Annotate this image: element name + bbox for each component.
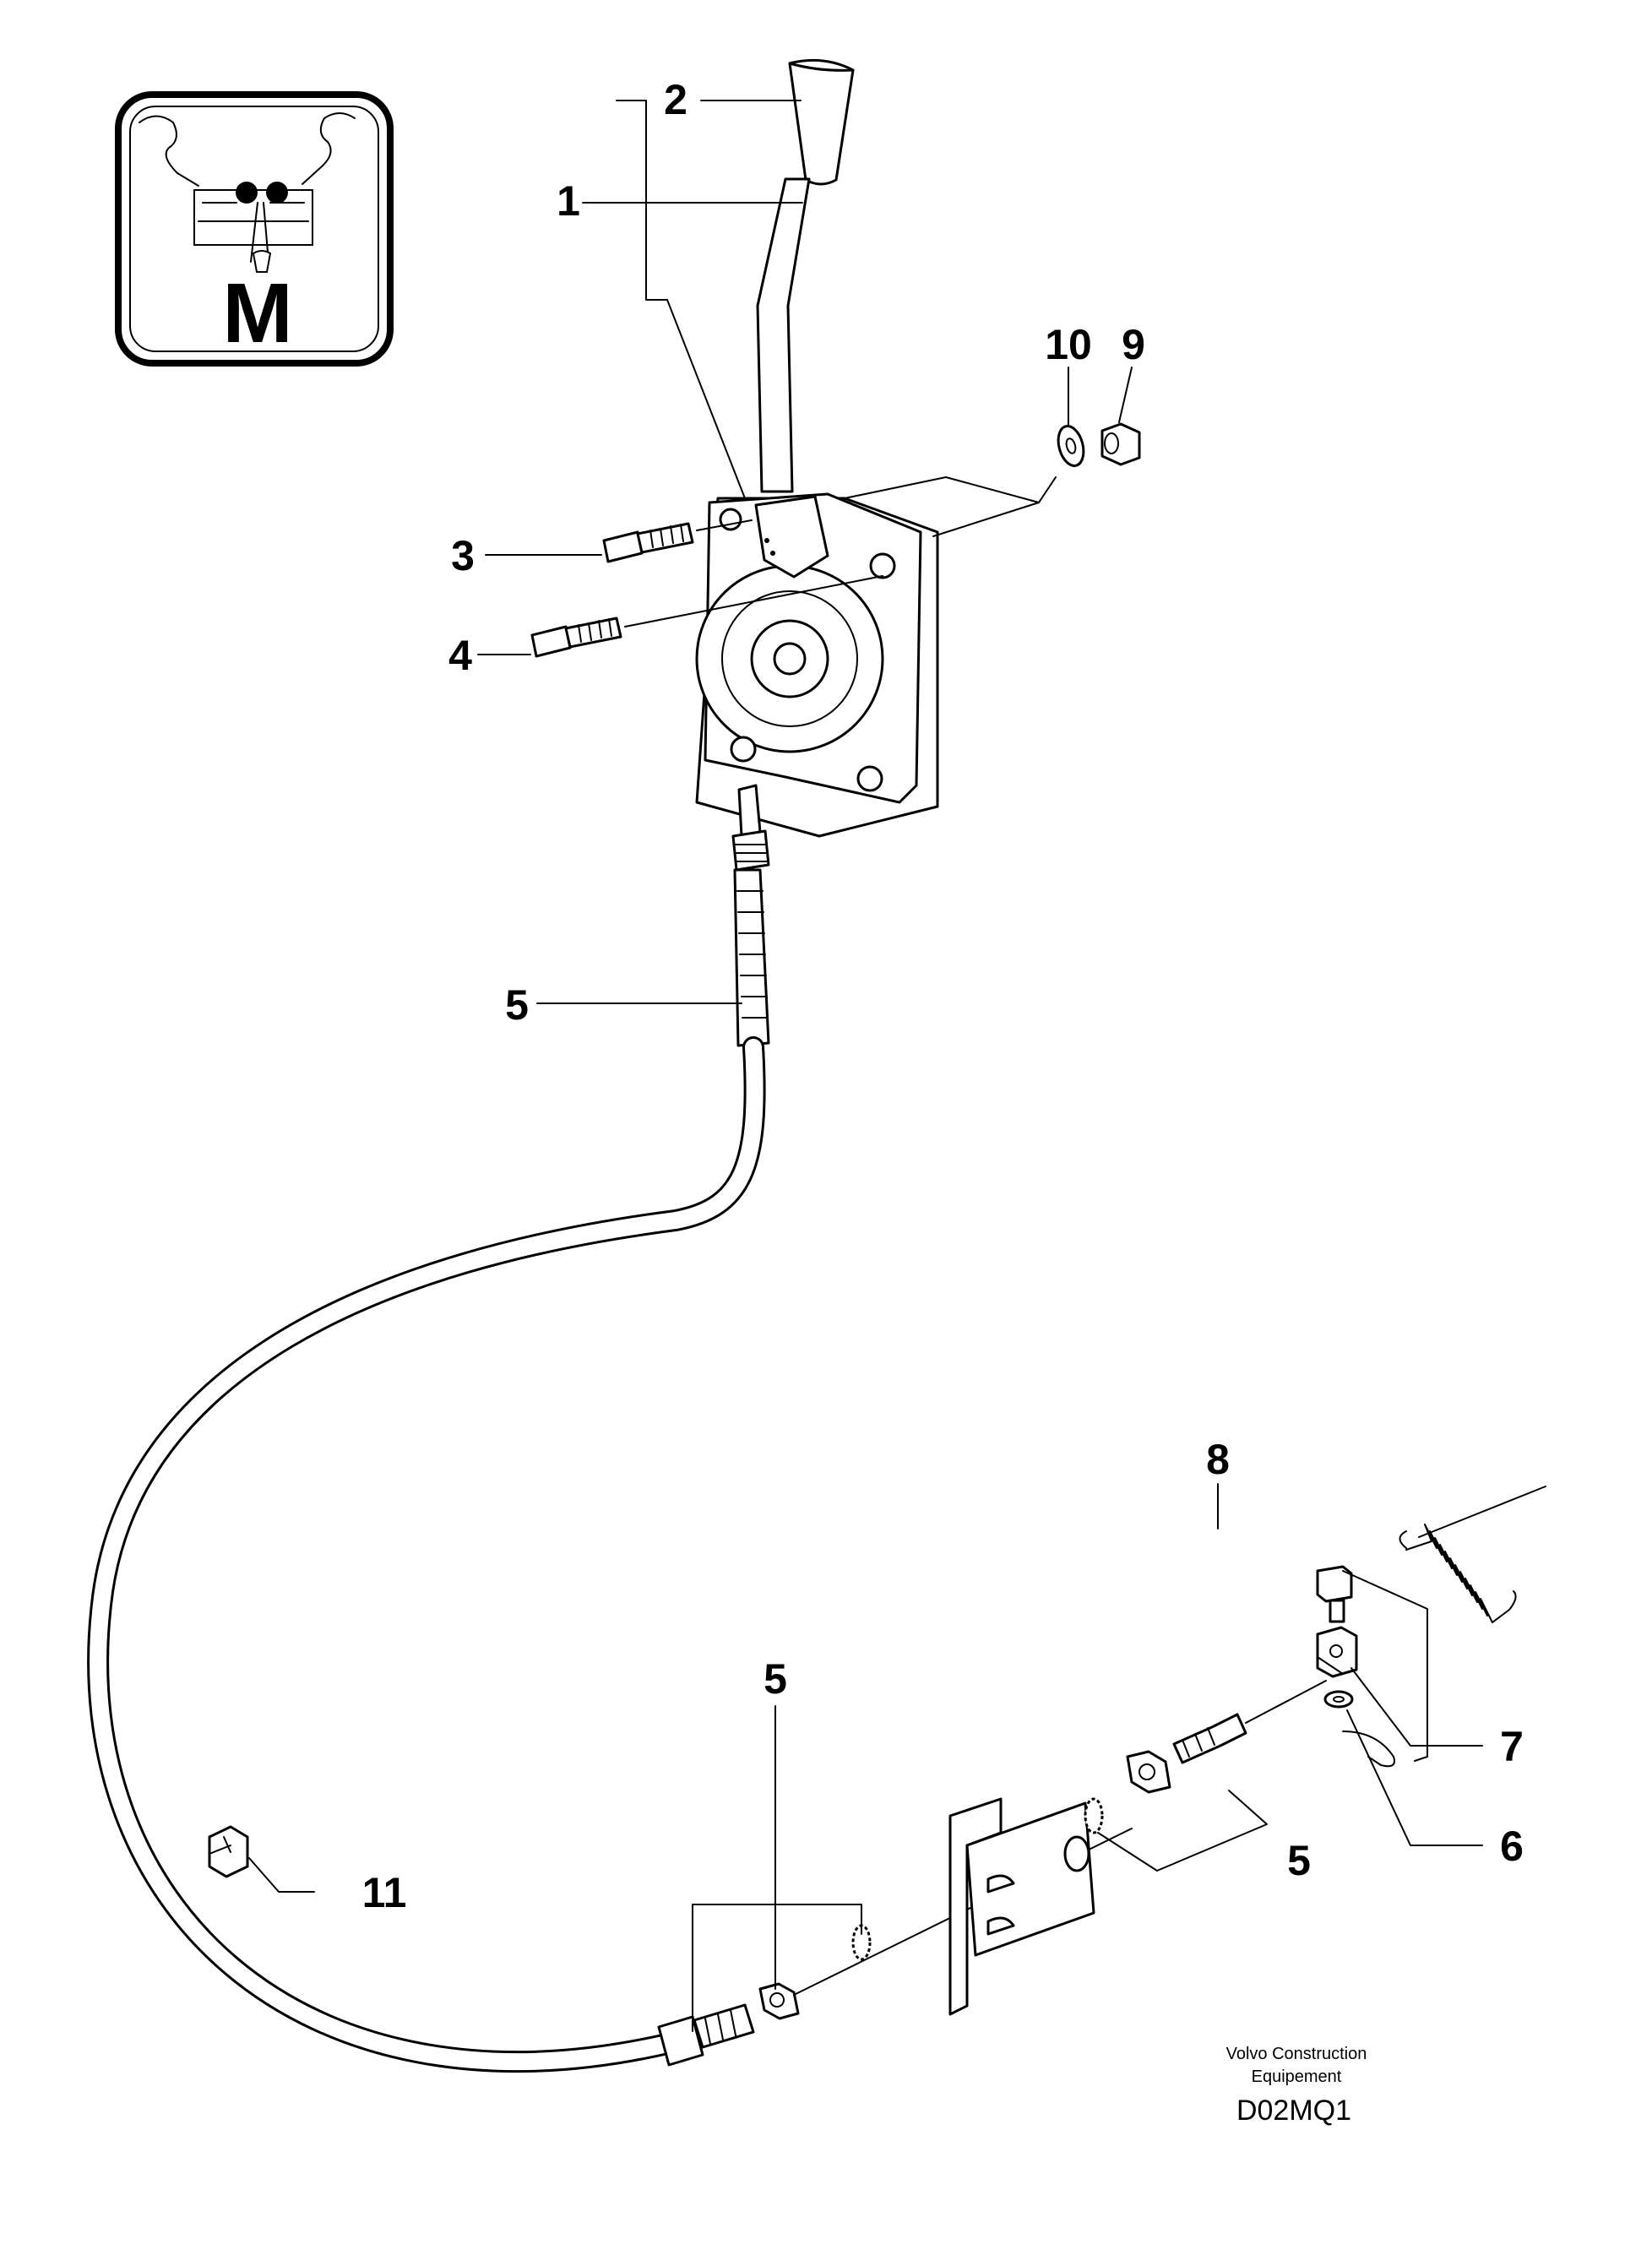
leader-lines [248,100,1483,2032]
nut-9 [1100,422,1141,466]
cable-ferrule [1172,1680,1327,1764]
washer-10 [1057,425,1085,467]
credit-line-2: Equipement [1252,2067,1342,2086]
callout-9: 9 [1122,321,1145,368]
screw-4 [530,575,883,658]
washer-6 [1323,1690,1395,1768]
cable-clip-11 [208,1825,249,1878]
callout-10: 10 [1045,321,1092,368]
joystick-pair-icon [139,112,356,273]
lever-knob [788,58,855,186]
callout-6: 6 [1500,1823,1524,1870]
callout-7: 7 [1500,1723,1524,1770]
credit-line-1: Volvo Construction [1226,2045,1367,2063]
nut-upper [1126,1750,1171,1794]
callout-labels: 2 1 10 9 3 4 5 8 7 6 5 5 11 [362,76,1524,1916]
lever-stem [756,177,811,493]
callout-3: 3 [451,532,475,579]
callout-5-cable: 5 [505,981,529,1029]
lock-washer-upper [1084,1797,1104,1834]
spring-8 [1399,1486,1546,1623]
callout-2: 2 [664,76,687,123]
cable-bracket [948,1797,1095,2016]
drawing-code: D02MQ1 [1236,2095,1351,2127]
control-position-badge: M [115,91,394,367]
callout-5-upper: 5 [1287,1837,1311,1884]
bolt-7 [1316,1565,1353,1623]
control-lever [756,58,855,493]
callout-5-lower: 5 [764,1655,787,1703]
control-cable [87,784,1133,2073]
lever-base-plate [695,492,939,838]
callout-4: 4 [448,632,472,679]
screw-3 [602,519,753,563]
badge-letter: M [222,266,292,361]
callout-8: 8 [1206,1436,1230,1483]
callout-1: 1 [557,177,580,225]
callout-11: 11 [362,1869,407,1916]
